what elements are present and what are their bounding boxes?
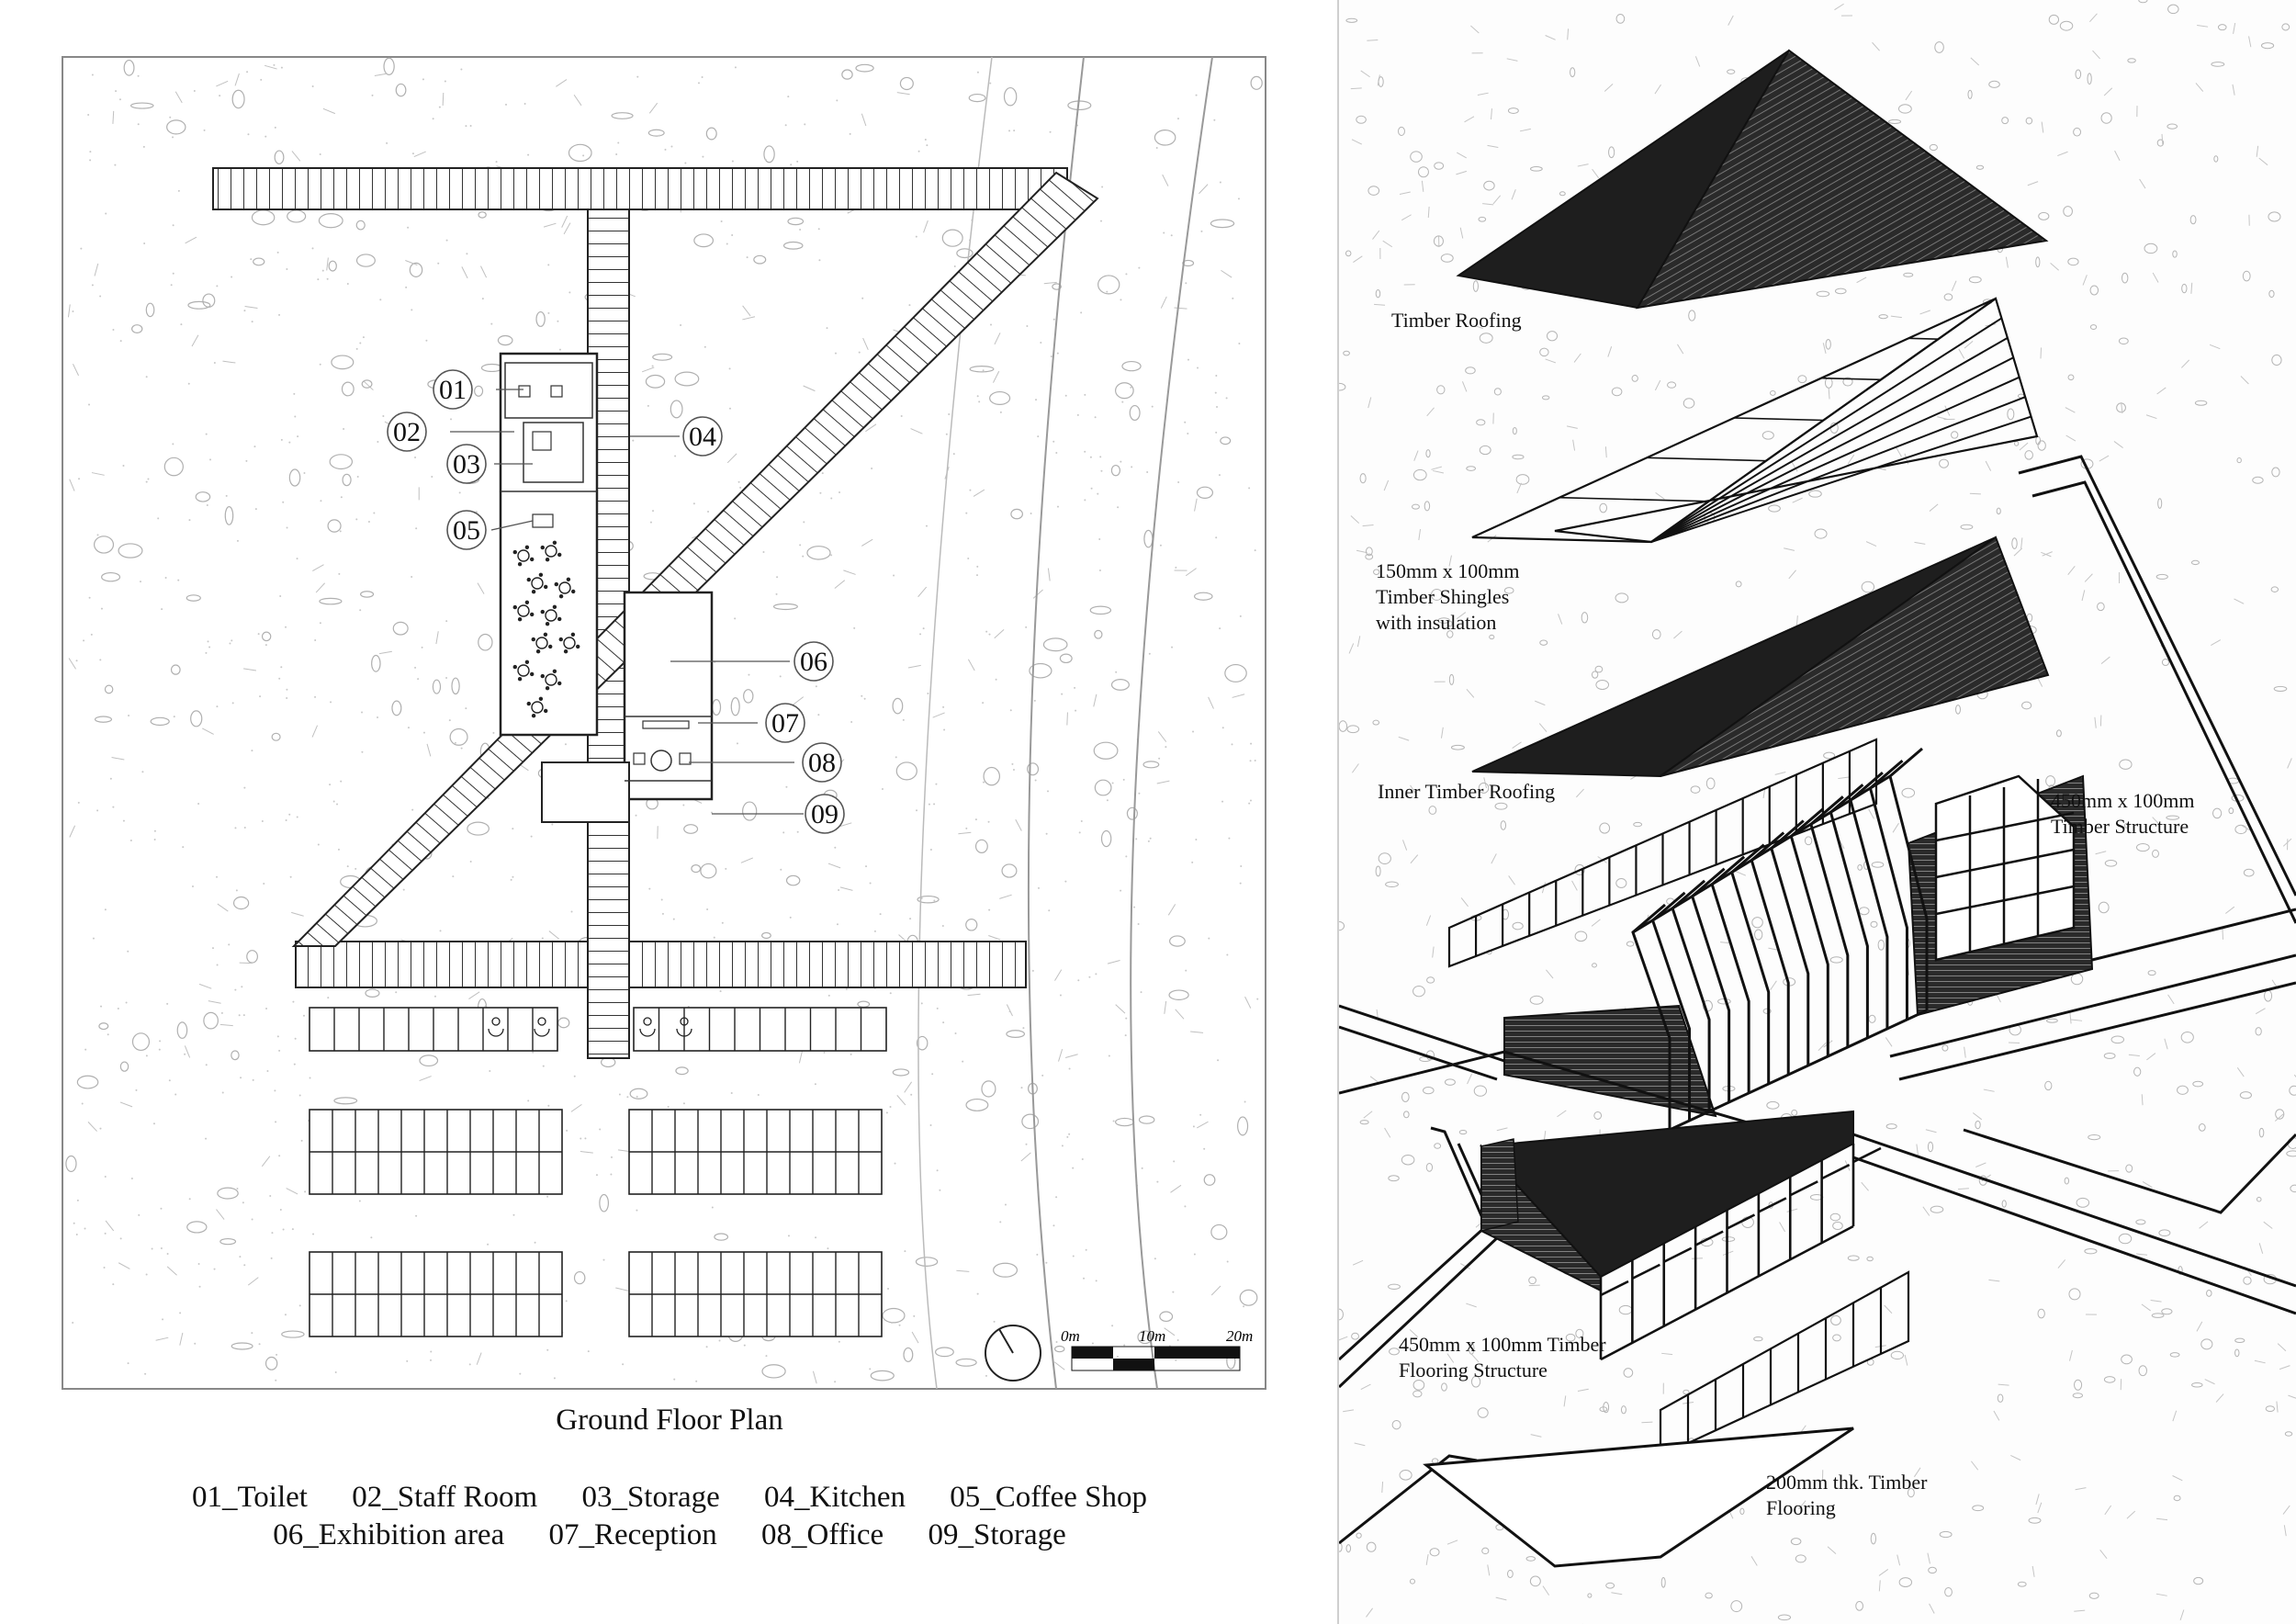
cafe-building xyxy=(499,352,599,737)
label-timber-roofing: Timber Roofing xyxy=(1391,309,1522,332)
legend-item: 07_Reception xyxy=(548,1518,717,1551)
panel-divider xyxy=(1337,0,1339,1624)
kitchen-room xyxy=(523,422,584,483)
timber-structure-frame xyxy=(1503,747,2094,1132)
legend-item: 05_Coffee Shop xyxy=(950,1481,1148,1514)
room-marker-06: 06 xyxy=(800,647,827,677)
label-structure-line2: Timber Structure xyxy=(2051,815,2189,838)
path-line xyxy=(1130,56,1213,1390)
label-shingles-line2: Timber Shingles xyxy=(1376,585,1510,608)
right-boardwalk xyxy=(2018,455,2296,924)
cafe-tables xyxy=(512,540,580,718)
legend-item: 09_Storage xyxy=(928,1518,1066,1551)
timber-flooring-slab xyxy=(1423,1427,1854,1568)
room-marker-circle xyxy=(793,641,834,682)
room-marker-08: 08 xyxy=(808,748,836,778)
entrance-deck xyxy=(541,761,630,823)
room-marker-circle xyxy=(802,742,842,783)
legend-row-1: 01_Toilet 02_Staff Room 03_Storage 04_Ki… xyxy=(0,1481,1339,1515)
site-plan-drawing: 0m 10m 20m 01 02 03 04 05 06 07 08 09 xyxy=(62,56,1266,1390)
timber-roofing-layer xyxy=(1456,49,2049,310)
legend-row-2: 06_Exhibition area 07_Reception 08_Offic… xyxy=(0,1518,1339,1552)
label-structure-line1: 450mm x 100mm xyxy=(2051,789,2195,812)
room-marker-circle xyxy=(682,416,723,457)
room-marker-circle xyxy=(765,703,805,743)
scale-tick-0: 0m xyxy=(1061,1327,1080,1345)
scale-tick-10: 10m xyxy=(1139,1327,1165,1345)
inner-roofing-layer xyxy=(1471,536,2050,778)
room-marker-circle xyxy=(446,510,487,550)
fixture xyxy=(532,431,552,451)
ground-floor-plan-panel: 0m 10m 20m 01 02 03 04 05 06 07 08 09 Ground Flo… xyxy=(0,56,1339,1552)
legend-item: 02_Staff Room xyxy=(352,1481,538,1514)
legend-item: 06_Exhibition area xyxy=(273,1518,505,1551)
label-shingles-line1: 150mm x 100mm xyxy=(1376,559,1520,582)
label-inner-roofing: Inner Timber Roofing xyxy=(1378,780,1556,803)
leader-lines xyxy=(450,389,804,815)
room-marker-03: 03 xyxy=(453,449,480,479)
fixture xyxy=(550,385,563,398)
label-flooring-structure-line2: Flooring Structure xyxy=(1399,1359,1548,1382)
toilet-room xyxy=(504,362,593,419)
room-marker-circle xyxy=(446,444,487,484)
glazed-wall-lower xyxy=(1659,1270,1910,1458)
lower-building xyxy=(1479,1110,1882,1361)
legend-item: 01_Toilet xyxy=(191,1481,308,1514)
fixture xyxy=(518,385,531,398)
room-marker-05: 05 xyxy=(453,515,480,546)
office-table xyxy=(650,750,672,772)
room-marker-09: 09 xyxy=(811,799,838,829)
label-flooring-line1: 200mm thk. Timber xyxy=(1766,1471,1928,1494)
legend-item: 08_Office xyxy=(761,1518,884,1551)
axonometric-drawing xyxy=(1339,0,2296,1624)
north-arrow-needle xyxy=(998,1328,1014,1354)
room-marker-circle xyxy=(433,369,473,410)
room-marker-circle xyxy=(387,412,427,452)
room-marker-07: 07 xyxy=(771,708,799,739)
office-desk xyxy=(679,752,692,765)
office-desk xyxy=(633,752,646,765)
room-marker-circle xyxy=(805,794,845,834)
label-shingles-line3: with insulation xyxy=(1376,611,1497,634)
path-line xyxy=(1027,56,1085,1390)
room-marker-04: 04 xyxy=(689,422,716,452)
room-marker-02: 02 xyxy=(393,417,421,447)
plan-title: Ground Floor Plan xyxy=(556,1404,783,1437)
label-flooring-line2: Flooring xyxy=(1766,1496,1836,1519)
north-boardwalk xyxy=(212,167,1068,210)
exploded-axonometric-panel: Timber Roofing 150mm x 100mm Timber Shin… xyxy=(1339,0,2296,1624)
reception-desk xyxy=(642,720,690,729)
parking-area xyxy=(309,1007,887,1337)
timber-shingles-layer xyxy=(1471,297,2039,544)
scale-tick-20: 20m xyxy=(1226,1327,1253,1345)
room-markers: 01 02 03 04 05 06 07 08 09 xyxy=(387,369,845,834)
scale-bar xyxy=(1071,1346,1241,1371)
south-boardwalk xyxy=(295,941,1027,988)
room-marker-01: 01 xyxy=(439,375,467,405)
glazed-wall-upper xyxy=(1447,738,1878,968)
legend-item: 04_Kitchen xyxy=(764,1481,906,1514)
label-flooring-structure-line1: 450mm x 100mm Timber xyxy=(1399,1333,1606,1356)
legend-item: 03_Storage xyxy=(581,1481,720,1514)
